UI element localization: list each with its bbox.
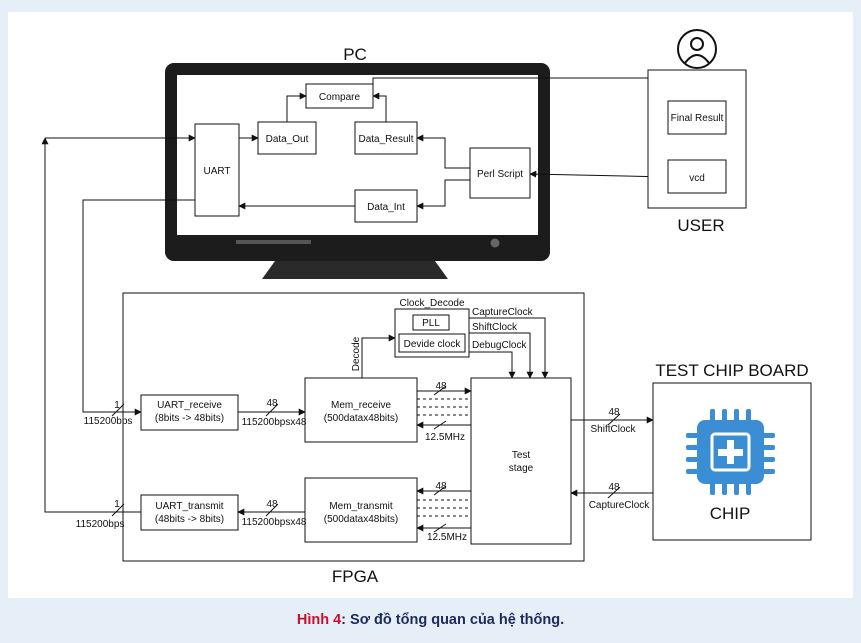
uart-transmit-box [140, 494, 239, 531]
decode-label: Decode [351, 336, 362, 371]
user-title: USER [677, 216, 724, 235]
tick-clock-a [433, 420, 447, 430]
mem-transmit-sub: (500datax48bits) [324, 514, 399, 525]
person-icon [677, 29, 717, 69]
divide-clock-label: Devide clock [404, 339, 462, 350]
pll-label: PLL [422, 318, 440, 329]
power-button-icon [490, 238, 500, 248]
fpga-title: FPGA [332, 567, 379, 586]
mem-receive-sub: (500datax48bits) [324, 413, 399, 424]
mem-transmit-box [304, 477, 418, 543]
tick-1-a [111, 403, 125, 417]
bit-1-a-label: 1 [114, 400, 120, 411]
bps-b-label: 115200bps [76, 519, 125, 530]
mem-receive-label: Mem_receive [331, 400, 391, 411]
bus-48-a-label: 48 [266, 398, 278, 409]
chip-label: CHIP [710, 504, 751, 523]
pc-connectors [238, 77, 701, 210]
uart-transmit-to-pc-line [41, 137, 141, 513]
shift-clock-label: ShiftClock [472, 322, 518, 333]
chip-icon [686, 409, 775, 495]
data-result-label: Data_Result [358, 134, 413, 145]
compare-box [305, 83, 374, 109]
arrow-perl-to-data-result [416, 134, 470, 169]
caption-text: : Sơ đồ tổng quan của hệ thống. [341, 612, 565, 628]
data-out-label: Data_Out [266, 134, 309, 145]
uart-receive-sub: (8bits -> 48bits) [155, 413, 224, 424]
monitor-stand [262, 261, 448, 279]
arrow-decode-to-clock-decode [361, 334, 396, 378]
figure-caption: Hình 4: Sơ đồ tổng quan của hệ thống. [0, 612, 861, 628]
uart-box [194, 123, 240, 217]
perl-script-box [469, 147, 531, 199]
bus-48-f-label: 48 [608, 482, 620, 493]
clock-decode-title: Clock_Decode [399, 298, 464, 309]
bus-48-b-label: 48 [266, 499, 278, 510]
arrow-data-result-to-compare [372, 92, 387, 122]
uart-transmit-label: UART_transmit [155, 501, 223, 512]
bus-48-e-label: 48 [608, 407, 620, 418]
bpsx-a-label: 115200bpsx48 [242, 417, 307, 428]
system-diagram: PC Compare Data_Out Data_Result UART Per… [8, 12, 853, 598]
uart-transmit-sub: (48bits -> 8bits) [155, 514, 224, 525]
board-title: TEST CHIP BOARD [655, 361, 808, 380]
pll-box [412, 314, 450, 331]
final-result-box [667, 100, 727, 135]
debug-clock-line [469, 351, 516, 379]
data-out-box [257, 121, 317, 155]
pc-title: PC [343, 45, 367, 64]
data-int-label: Data_Int [367, 202, 405, 213]
tick-48-e [607, 413, 621, 426]
final-result-label: Final Result [671, 113, 724, 124]
capture-clock-label: CaptureClock [472, 307, 534, 318]
caption-label: Hình 4 [296, 612, 342, 628]
shift-clock-line [469, 332, 534, 379]
test-stage-label-2: stage [509, 463, 534, 474]
uart-receive-label: UART_receive [157, 400, 222, 411]
pc-to-uart-receive-line [82, 199, 195, 416]
compare-label: Compare [319, 92, 361, 103]
tick-clock-b [433, 523, 447, 533]
uart-receive-box [140, 394, 239, 431]
debug-clock-label: DebugClock [472, 340, 527, 351]
tick-48-a [265, 403, 279, 417]
arrow-perl-to-data-int [416, 179, 470, 210]
fpga-box [122, 292, 585, 562]
capture-clock-in-label: CaptureClock [589, 500, 651, 511]
data-result-box [354, 121, 418, 155]
bus-48-d-label: 48 [435, 481, 447, 492]
bus-48-c-label: 48 [435, 381, 447, 392]
monitor-vent [236, 240, 311, 244]
divide-clock-box [398, 333, 466, 353]
tick-48-c [433, 385, 447, 396]
mem-receive-box [304, 377, 418, 443]
tick-1-b [111, 503, 125, 517]
tick-48-f [607, 486, 621, 499]
arrow-vcd-to-perl [529, 170, 669, 178]
tick-48-d [433, 485, 447, 496]
bps-a-label: 115200bps [84, 416, 133, 427]
test-stage-label-1: Test [512, 450, 531, 461]
mem-transmit-label: Mem_transmit [329, 501, 393, 512]
test-stage-box [470, 377, 572, 545]
vcd-box [667, 159, 727, 194]
shift-clock-out-label: ShiftClock [590, 424, 636, 435]
capture-clock-line [469, 317, 549, 379]
perl-script-label: Perl Script [477, 169, 523, 180]
vcd-label: vcd [689, 173, 705, 184]
fpga-connectors [41, 134, 654, 533]
bit-1-b-label: 1 [114, 499, 120, 510]
bpsx-b-label: 115200bpsx48 [242, 517, 307, 528]
tick-48-b [265, 503, 279, 517]
rate-a-label: 12.5MHz [425, 432, 465, 443]
arrow-data-out-to-compare [286, 92, 307, 122]
rate-b-label: 12.5MHz [427, 532, 467, 543]
uart-label: UART [203, 166, 230, 177]
